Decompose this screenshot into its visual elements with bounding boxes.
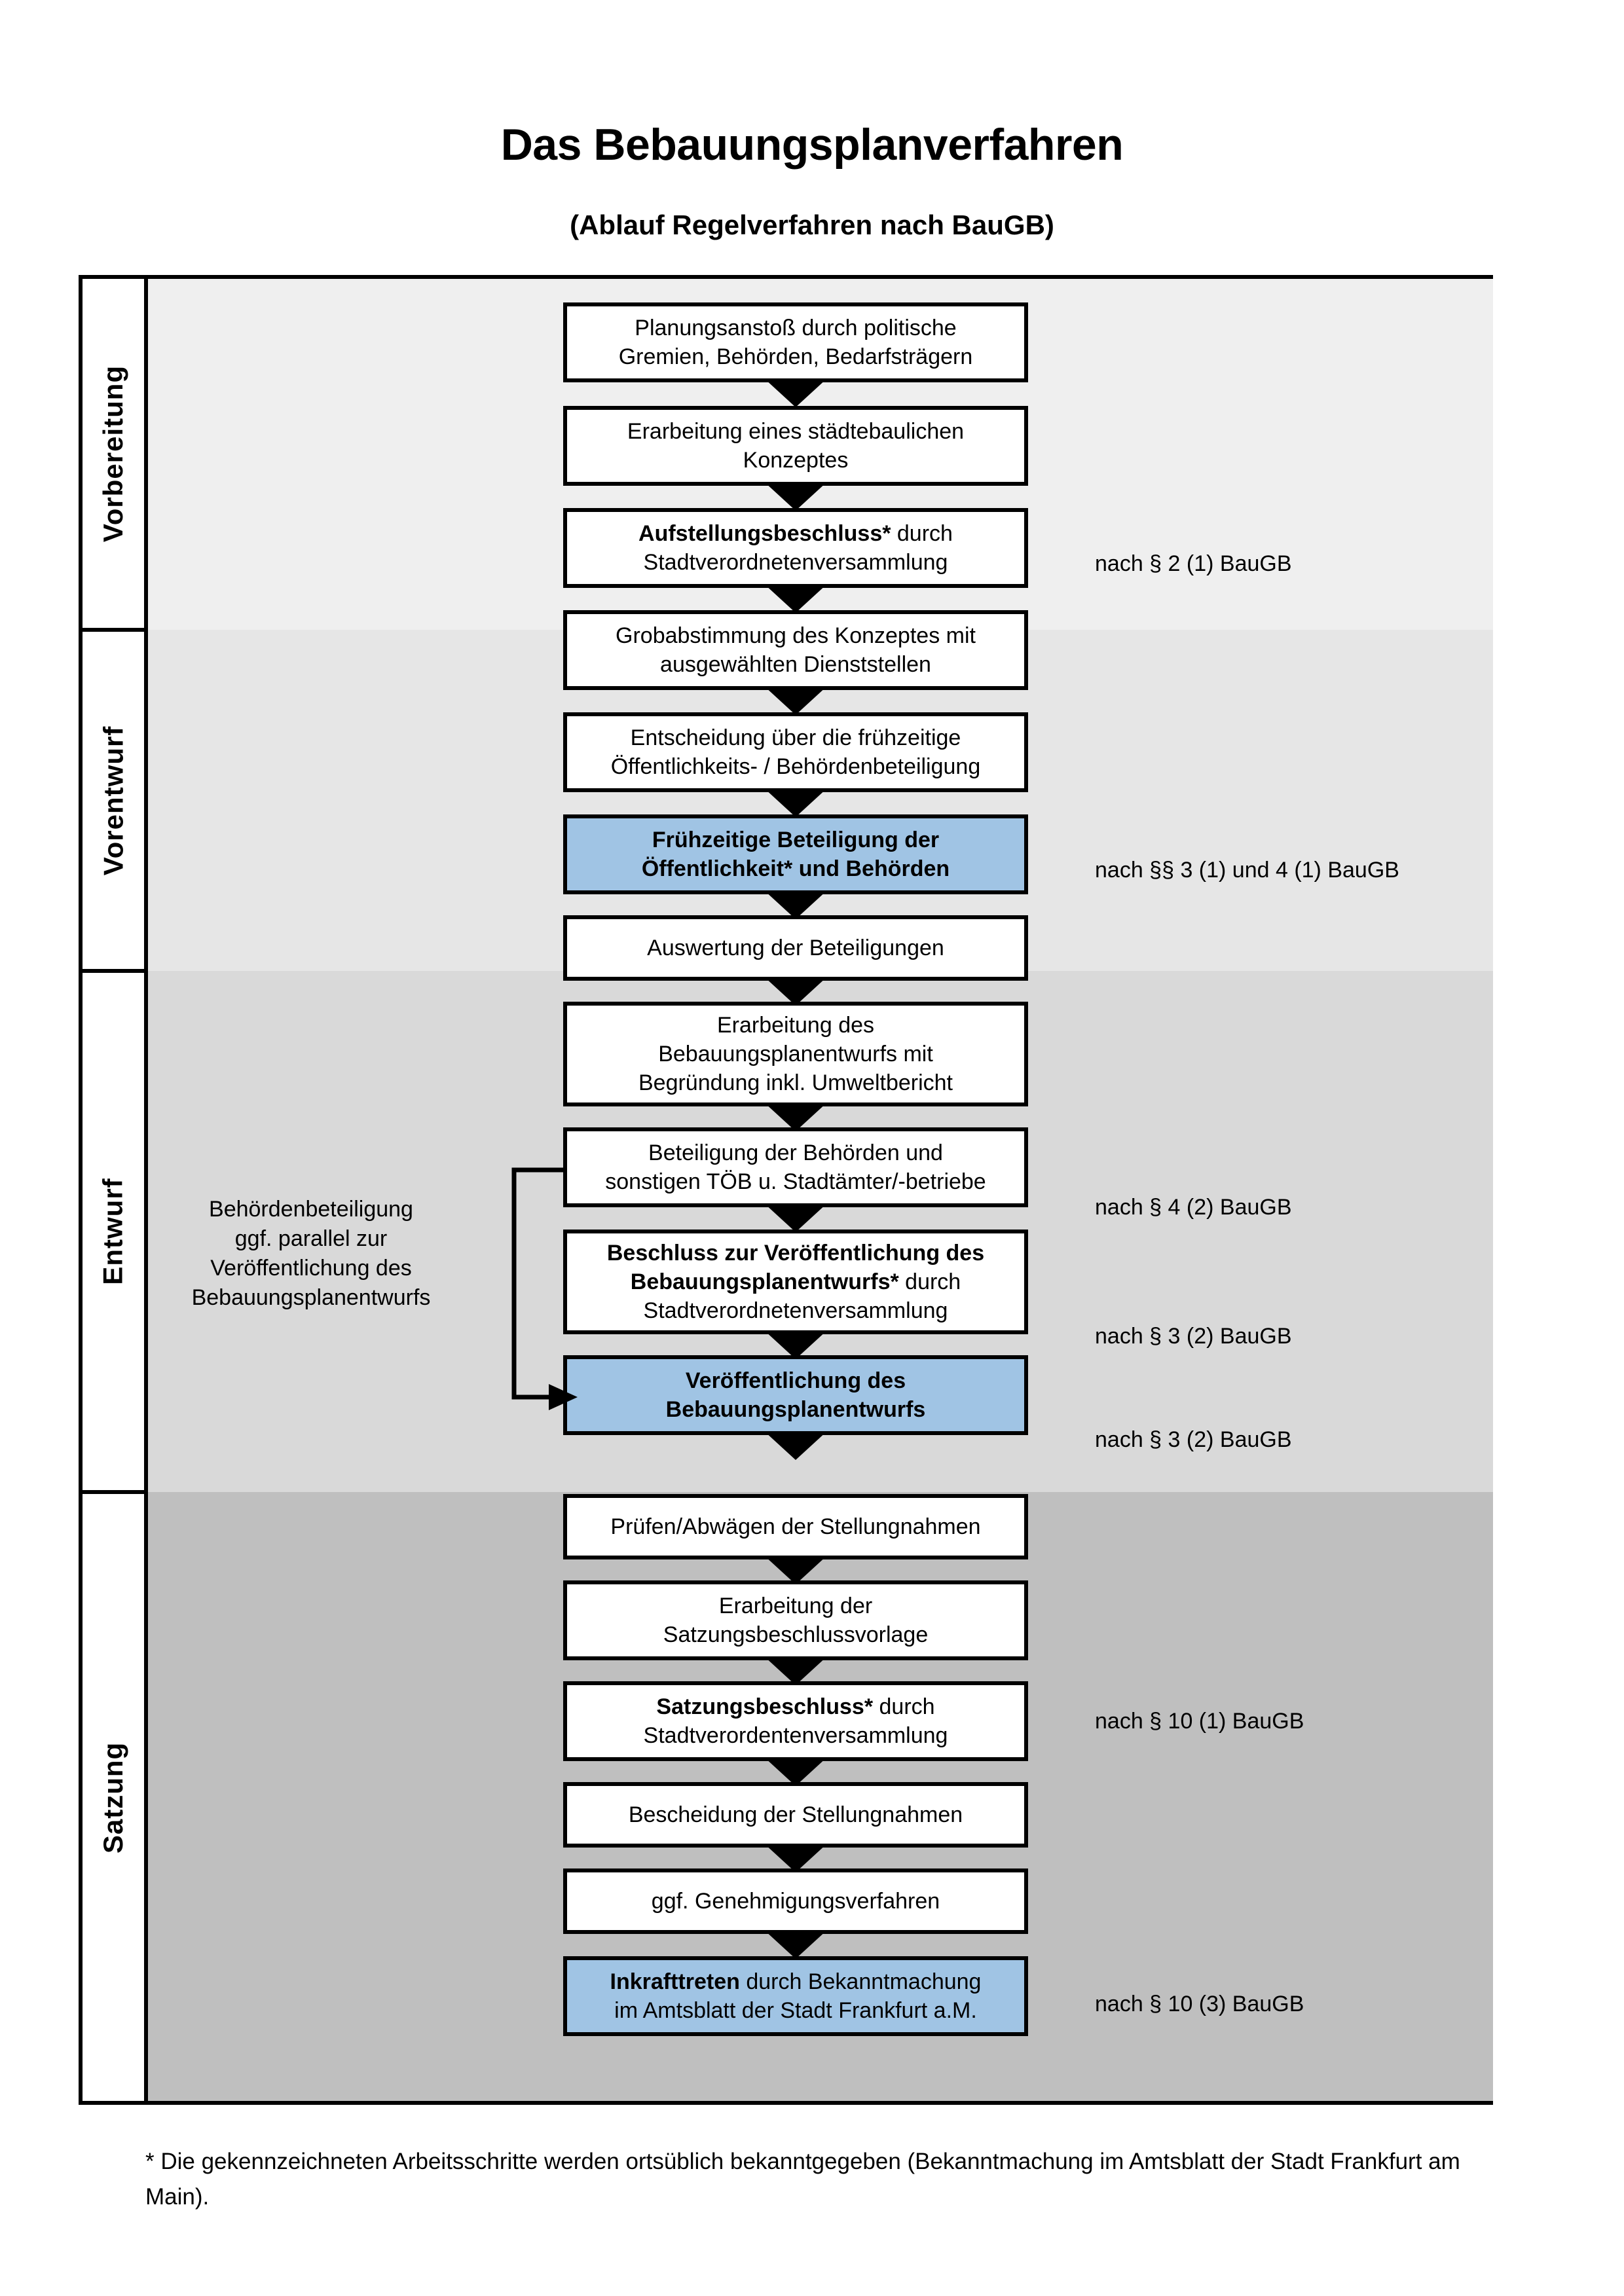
node-auswertung[interactable]: Auswertung der Beteiligungen xyxy=(563,915,1028,981)
node-line-2: Öffentlichkeits- / Behördenbeteiligung xyxy=(610,754,981,779)
node-line-1: Planungsanstoß durch politische xyxy=(635,315,957,340)
node-bold-line-1: Beschluss zur Veröffentlichung des xyxy=(606,1240,985,1266)
arrow-erarbeitung-to-beteiligung xyxy=(764,1102,827,1131)
gutter-divider xyxy=(144,279,148,2101)
arrow-bescheidung-to-genehmigung xyxy=(764,1844,827,1872)
phase-label-text: Entwurf xyxy=(98,1178,128,1285)
arrow-konzept-to-aufstellungsbeschluss xyxy=(764,482,827,511)
node-bold-line-2: Öffentlichkeit* und Behörden xyxy=(641,856,950,881)
legal-ref-10-1: nach § 10 (1) BauGB xyxy=(1095,1709,1304,1734)
phase-label-text: Vorentwurf xyxy=(98,725,128,875)
arrow-grobabstimmung-to-entscheidung xyxy=(764,686,827,715)
node-bold-line-1: Veröffentlichung des xyxy=(685,1368,906,1393)
node-line-1: durch xyxy=(891,520,953,546)
side-note-line-3: Veröffentlichung des xyxy=(210,1255,412,1281)
node-line-2: Bebauungsplanentwurfs mit xyxy=(658,1041,933,1066)
arrow-beteiligung-to-beschluss xyxy=(764,1203,827,1232)
node-line-1: durch Bekanntmachung xyxy=(739,1969,982,1994)
node-line-1: Entscheidung über die frühzeitige xyxy=(630,725,961,750)
arrow-genehmigung-to-inkrafttreten xyxy=(764,1930,827,1959)
phase-label-entwurf: Entwurf xyxy=(83,973,144,1490)
node-line-3: Begründung inkl. Umweltbericht xyxy=(638,1070,953,1096)
side-note-line-4: Bebauungsplanentwurfs xyxy=(191,1285,431,1310)
arrow-aufstellungsbeschluss-to-grobabstimmung xyxy=(764,584,827,613)
arrow-satzungsbeschluss-to-bescheidung xyxy=(764,1757,827,1786)
legal-ref-3-2-beschluss: nach § 3 (2) BauGB xyxy=(1095,1324,1292,1349)
node-line-1: ggf. Genehmigungsverfahren xyxy=(651,1888,940,1914)
node-line-2-tail: durch xyxy=(898,1269,961,1294)
node-line-2: Konzeptes xyxy=(743,448,849,473)
node-line-1: Auswertung der Beteiligungen xyxy=(647,935,944,960)
node-beteiligung-behoerden[interactable]: Beteiligung der Behörden und sonstigen T… xyxy=(563,1127,1028,1207)
node-bold-line-1: Frühzeitige Beteiligung der xyxy=(652,827,940,852)
phase-label-text: Satzung xyxy=(98,1741,129,1853)
node-bold-text: Satzungsbeschluss* xyxy=(656,1694,874,1719)
side-note-behoerdenbeteiligung: Behördenbeteiligung ggf. parallel zur Ve… xyxy=(157,1195,465,1313)
node-fruehzeitige-beteiligung[interactable]: Frühzeitige Beteiligung der Öffentlichke… xyxy=(563,814,1028,894)
node-line-2: Satzungsbeschlussvorlage xyxy=(663,1622,929,1647)
side-note-line-2: ggf. parallel zur xyxy=(234,1226,388,1251)
node-line-1: Erarbeitung des xyxy=(716,1012,875,1038)
legal-ref-3-2-veroeffentlichung: nach § 3 (2) BauGB xyxy=(1095,1427,1292,1452)
arrow-entscheidung-to-fruehzeitige xyxy=(764,788,827,817)
node-line-2: im Amtsblatt der Stadt Frankfurt a.M. xyxy=(614,1998,977,2023)
node-line-2: Stadtverordnetenversammlung xyxy=(643,550,948,575)
node-konzept[interactable]: Erarbeitung eines städtebaulichen Konzep… xyxy=(563,406,1028,486)
legal-ref-3-1-4-1: nach §§ 3 (1) und 4 (1) BauGB xyxy=(1095,858,1399,883)
node-line-2: ausgewählten Dienststellen xyxy=(660,652,931,677)
node-inkrafttreten[interactable]: Inkrafttreten durch Bekanntmachung im Am… xyxy=(563,1956,1028,2036)
node-line-1: Beteiligung der Behörden und xyxy=(648,1140,943,1165)
node-line-2: Stadtverordentenversammlung xyxy=(643,1723,948,1748)
phase-label-vorentwurf: Vorentwurf xyxy=(83,632,144,969)
phase-separator-3 xyxy=(83,1490,144,1494)
node-aufstellungsbeschluss[interactable]: Aufstellungsbeschluss* durch Stadtverord… xyxy=(563,508,1028,588)
node-erarbeitung-entwurf[interactable]: Erarbeitung des Bebauungsplanentwurfs mi… xyxy=(563,1002,1028,1106)
phase-separator-2 xyxy=(83,969,144,973)
node-line-2: sonstigen TÖB u. Stadtämter/-betriebe xyxy=(605,1169,986,1194)
node-planungsanstoss[interactable]: Planungsanstoß durch politische Gremien,… xyxy=(563,302,1028,382)
node-line-2: Gremien, Behörden, Bedarfsträgern xyxy=(618,344,973,369)
node-line-1: Bescheidung der Stellungnahmen xyxy=(628,1802,963,1827)
node-entscheidung[interactable]: Entscheidung über die frühzeitige Öffent… xyxy=(563,712,1028,792)
phase-separator-1 xyxy=(83,628,144,632)
node-genehmigungsverfahren[interactable]: ggf. Genehmigungsverfahren xyxy=(563,1868,1028,1934)
node-bold-line-2: Bebauungsplanentwurfs xyxy=(665,1397,926,1422)
node-line-1: Erarbeitung eines städtebaulichen xyxy=(627,418,965,444)
page-title: Das Bebauungsplanverfahren xyxy=(500,120,1124,170)
arrow-beschluss-to-veroeffentlichung xyxy=(764,1330,827,1359)
arrow-pruefen-to-satzungsvorlage xyxy=(764,1556,827,1584)
phase-label-text: Vorbereitung xyxy=(98,365,129,542)
node-veroeffentlichung[interactable]: Veröffentlichung des Bebauungsplanentwur… xyxy=(563,1355,1028,1435)
node-bold-text: Inkrafttreten xyxy=(610,1969,740,1994)
arrow-veroeffentlichung-to-pruefen xyxy=(764,1431,827,1460)
arrow-auswertung-to-erarbeitung xyxy=(764,977,827,1006)
node-satzungsbeschlussvorlage[interactable]: Erarbeitung der Satzungsbeschlussvorlage xyxy=(563,1580,1028,1660)
node-line-1: Grobabstimmung des Konzeptes mit xyxy=(616,623,976,648)
legal-ref-4-2: nach § 4 (2) BauGB xyxy=(1095,1195,1292,1220)
node-line-3: Stadtverordnetenversammlung xyxy=(643,1298,948,1324)
node-bescheidung[interactable]: Bescheidung der Stellungnahmen xyxy=(563,1782,1028,1848)
node-line-1: Erarbeitung der xyxy=(718,1593,873,1618)
node-bold-text: Aufstellungsbeschluss* xyxy=(638,520,891,546)
phase-label-satzung: Satzung xyxy=(83,1494,144,2101)
arrow-fruehzeitige-to-auswertung xyxy=(764,890,827,919)
node-line-1: durch xyxy=(873,1694,935,1719)
side-note-line-1: Behördenbeteiligung xyxy=(209,1197,413,1222)
node-pruefen-abwaegen[interactable]: Prüfen/Abwägen der Stellungnahmen xyxy=(563,1494,1028,1559)
node-line-1: Prüfen/Abwägen der Stellungnahmen xyxy=(610,1514,981,1539)
page-subtitle: (Ablauf Regelverfahren nach BauGB) xyxy=(570,210,1054,240)
arrow-planungsanstoss-to-konzept xyxy=(764,378,827,407)
legal-ref-2-1: nach § 2 (1) BauGB xyxy=(1095,551,1292,576)
phase-label-vorbereitung: Vorbereitung xyxy=(83,279,144,628)
footnote-text: * Die gekennzeichneten Arbeitsschritte w… xyxy=(145,2149,1460,2210)
legal-ref-10-3: nach § 10 (3) BauGB xyxy=(1095,1992,1304,2016)
node-bold-line-2: Bebauungsplanentwurfs* xyxy=(630,1269,899,1294)
node-beschluss-veroeffentlichung[interactable]: Beschluss zur Veröffentlichung des Bebau… xyxy=(563,1230,1028,1334)
node-satzungsbeschluss[interactable]: Satzungsbeschluss* durch Stadtverordente… xyxy=(563,1681,1028,1761)
arrow-satzungsvorlage-to-satzungsbeschluss xyxy=(764,1656,827,1685)
node-grobabstimmung[interactable]: Grobabstimmung des Konzeptes mit ausgewä… xyxy=(563,610,1028,690)
